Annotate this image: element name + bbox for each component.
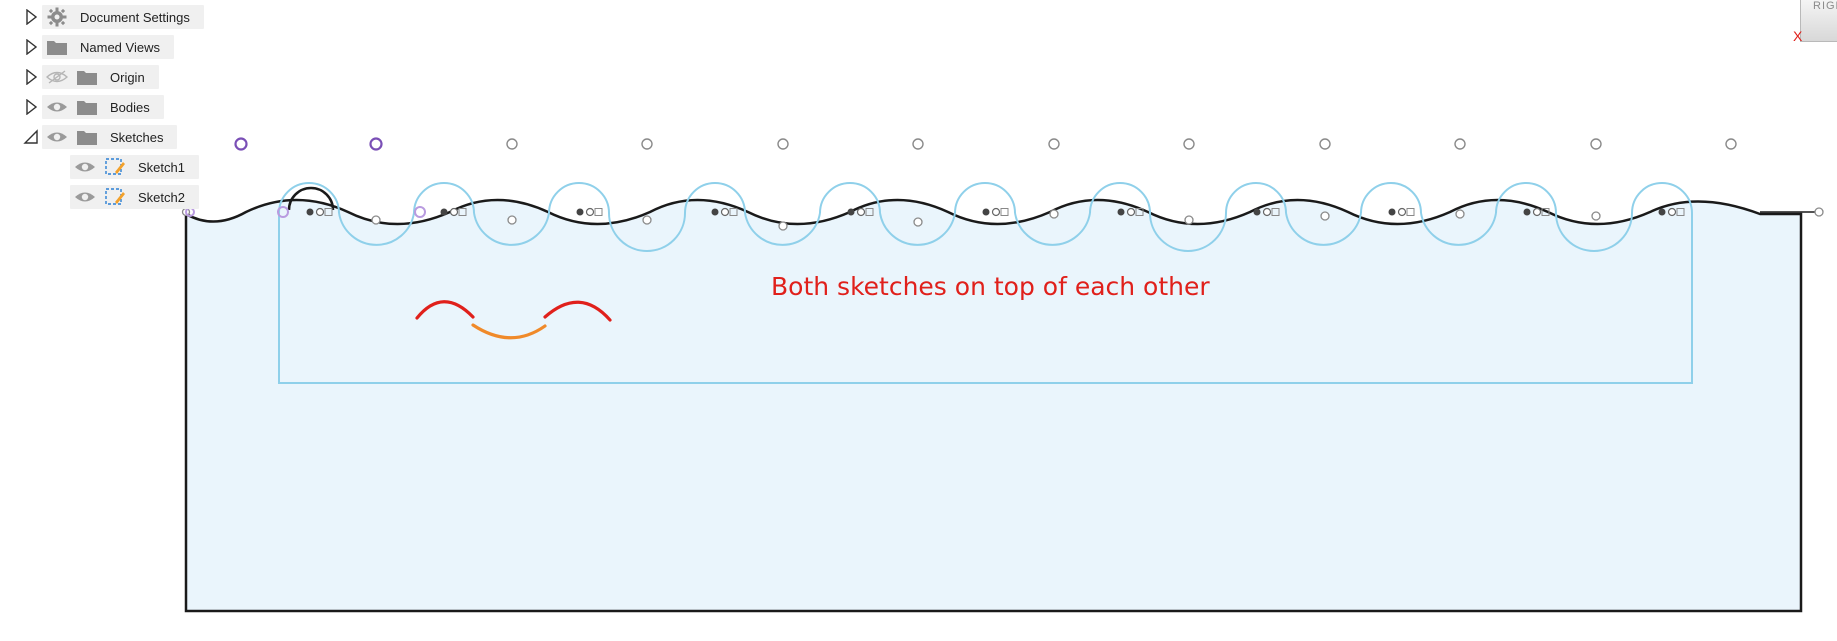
sketch-arcs-lower[interactable] (338, 212, 1633, 252)
browser-node-origin[interactable]: Origin (20, 64, 159, 90)
annotation-strokes (415, 300, 612, 340)
sketch-icon (104, 156, 126, 178)
browser-node-sketch2[interactable]: Sketch2 (70, 184, 199, 210)
eye-icon[interactable] (46, 96, 68, 118)
browser-node-pill[interactable]: Document Settings (42, 5, 204, 29)
body-profile[interactable] (184, 198, 1803, 613)
browser-node-label: Origin (110, 69, 145, 85)
browser-node-label: Sketch1 (138, 159, 185, 175)
constraint-glyphs[interactable] (306, 207, 1685, 217)
browser-node-pill[interactable]: Sketches (42, 125, 178, 149)
browser-node-pill[interactable]: Bodies (42, 95, 164, 119)
browser-node-document-settings[interactable]: Document Settings (20, 4, 204, 30)
view-cube[interactable]: RIGHT (1800, 0, 1837, 42)
eye-icon[interactable] (74, 186, 96, 208)
browser-node-pill[interactable]: Sketch2 (70, 185, 199, 209)
folder-icon (46, 36, 68, 58)
browser-node-label: Sketch2 (138, 189, 185, 205)
view-cube-face-label: RIGHT (1813, 0, 1837, 12)
annotation-text: Both sketches on top of each other (771, 272, 1210, 301)
folder-icon (76, 126, 98, 148)
browser-node-named-views[interactable]: Named Views (20, 34, 174, 60)
construction-points-top[interactable] (234, 137, 1737, 151)
expand-triangle-icon[interactable] (20, 66, 42, 88)
browser-node-bodies[interactable]: Bodies (20, 94, 164, 120)
endpoint-marker[interactable] (1814, 207, 1824, 217)
browser-node-sketch1[interactable]: Sketch1 (70, 154, 199, 180)
eye-hidden-icon[interactable] (46, 66, 68, 88)
browser-node-label: Sketches (110, 129, 164, 145)
browser-node-label: Bodies (110, 99, 150, 115)
eye-icon[interactable] (46, 126, 68, 148)
expand-triangle-icon[interactable] (20, 96, 42, 118)
arc-center-points[interactable] (371, 209, 1601, 231)
selected-arc[interactable] (287, 186, 335, 211)
expand-triangle-icon[interactable] (20, 6, 42, 28)
browser-node-pill[interactable]: Origin (42, 65, 159, 89)
gear-icon (46, 6, 68, 28)
browser-node-sketches[interactable]: Sketches (20, 124, 178, 150)
folder-icon (76, 96, 98, 118)
browser-node-label: Document Settings (80, 9, 190, 25)
sketch-icon (104, 186, 126, 208)
browser-node-label: Named Views (80, 39, 160, 55)
sketch-rectangle[interactable] (278, 213, 1693, 384)
folder-icon (76, 66, 98, 88)
sketch-arcs-upper[interactable] (278, 182, 1693, 214)
browser-node-pill[interactable]: Sketch1 (70, 155, 199, 179)
browser-node-pill[interactable]: Named Views (42, 35, 174, 59)
expand-triangle-icon[interactable] (20, 36, 42, 58)
eye-icon[interactable] (74, 156, 96, 178)
collapse-triangle-icon[interactable] (20, 126, 42, 148)
axis-x-label: X (1793, 28, 1803, 44)
